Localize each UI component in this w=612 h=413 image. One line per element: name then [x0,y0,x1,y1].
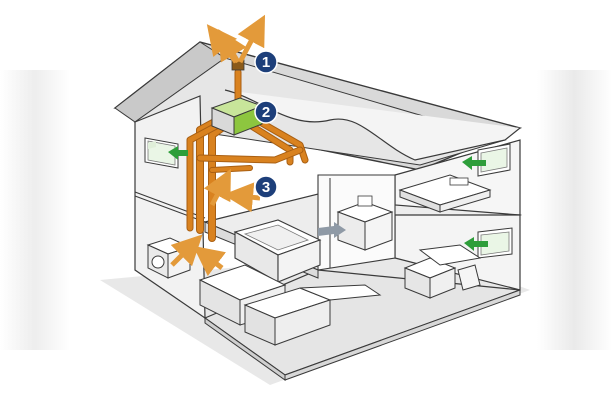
callout-1: 1 [254,50,278,74]
front-slab-edge-right [284,289,521,381]
callout-3-label: 3 [262,179,270,196]
roof [113,41,523,171]
right-background-fade [537,70,612,350]
overflow-arrow [318,222,346,238]
bed [398,174,492,213]
window-upper-right [477,143,511,177]
extract-arrows [170,168,261,277]
left-background-fade [0,70,70,350]
sink-cabinet [336,195,394,251]
window-lower-right [477,227,513,259]
bathtub [233,219,322,283]
callout-2-label: 2 [262,104,270,121]
exhaust-arrow-icon [206,14,266,64]
supply-arrow-icon [148,141,488,251]
callout-3: 3 [254,175,278,199]
callout-2: 2 [254,100,278,124]
callout-1-label: 1 [262,54,270,71]
sofa [403,244,482,299]
